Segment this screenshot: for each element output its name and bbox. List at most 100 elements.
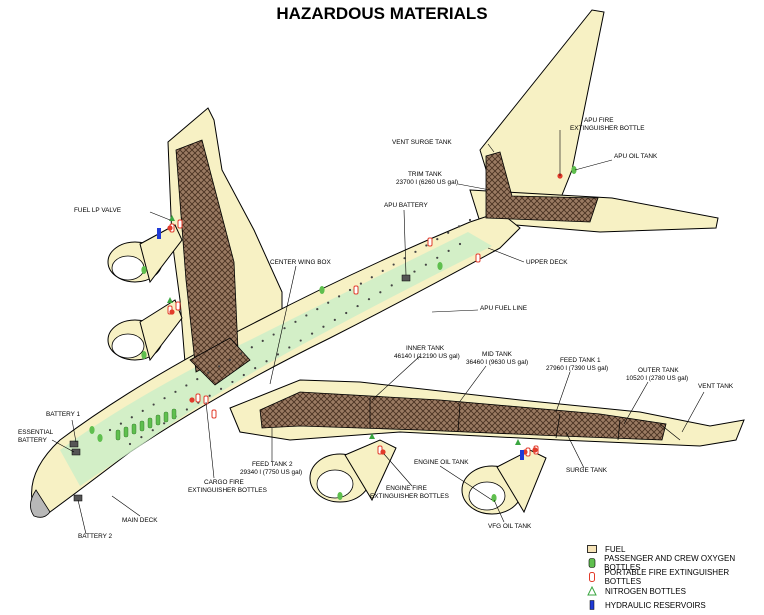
nitrogen-marker (169, 215, 175, 221)
window (316, 307, 319, 311)
window (141, 409, 144, 413)
leader-line (574, 159, 613, 171)
extinguisher-bottle-marker (380, 449, 386, 455)
window (348, 288, 352, 292)
nitrogen-marker (515, 439, 521, 445)
trim-tank (485, 151, 599, 223)
leader-line (457, 365, 487, 405)
tank-dividers (369, 398, 681, 441)
window (219, 387, 223, 390)
window (254, 367, 257, 370)
window (185, 384, 188, 387)
engine-left-inner (107, 299, 183, 362)
window (261, 339, 264, 343)
window (208, 394, 211, 397)
label-battery-2: BATTERY 2 (78, 533, 113, 540)
window (288, 346, 291, 349)
window (276, 353, 280, 356)
nitrogen-marker (167, 297, 173, 303)
label-apu-fire-ext-2: EXTINGUISHER BOTTLE (570, 125, 645, 132)
window (242, 373, 245, 377)
label-trim-tank-1: TRIM TANK (408, 171, 443, 178)
label-inner-tank-1: INNER TANK (406, 345, 445, 352)
leader-line (493, 499, 505, 523)
label-upper-deck: UPPER DECK (526, 259, 568, 266)
hydraulic-reservoir (157, 228, 161, 239)
leader-line (623, 381, 649, 425)
nitrogen-triangle-icon (585, 586, 599, 596)
oxygen-marker (97, 434, 103, 442)
label-engine-oil-tank: ENGINE OIL TANK (414, 459, 469, 466)
window (140, 436, 143, 439)
window (299, 339, 302, 342)
label-inner-tank-2: 46140 l (12190 US gal) (394, 353, 460, 360)
extinguisher-marker (211, 409, 217, 419)
label-essential-battery-1: ESSENTIAL (18, 429, 54, 436)
cabin-windows (108, 218, 472, 446)
legend: FUEL PASSENGER AND CREW OXYGEN BOTTLES P… (585, 542, 763, 612)
oxygen-marker (319, 286, 325, 294)
center-wing-box-tank (189, 337, 251, 386)
window (294, 320, 297, 323)
window (239, 352, 243, 355)
hydraulic-reservoir (520, 450, 524, 460)
legend-item-extinguisher: PORTABLE FIRE EXTINGUISHER BOTTLES (585, 568, 763, 586)
oxygen-bottle (147, 417, 153, 429)
window (457, 225, 461, 228)
window (337, 295, 341, 298)
label-cargo-fire-ext-2: EXTINGUISHER BOTTLES (188, 487, 267, 494)
oxygen-marker (437, 262, 443, 270)
legend-label-extinguisher: PORTABLE FIRE EXTINGUISHER BOTTLES (604, 568, 730, 586)
label-apu-oil-tank: APU OIL TANK (614, 153, 658, 160)
window (322, 325, 325, 328)
leader-line (457, 183, 491, 191)
legend-label-hydraulic: HYDRAULIC RESERVOIRS (605, 600, 706, 610)
oxygen-bottle (115, 429, 121, 441)
leader-line (371, 355, 421, 401)
label-vent-surge-tank: VENT SURGE TANK (392, 139, 452, 146)
window (413, 270, 416, 273)
extinguisher-bottle-marker (167, 225, 173, 231)
legend-label-oxygen: PASSENGER AND CREW OXYGEN BOTTLES (604, 554, 736, 572)
leader-lines (51, 130, 705, 535)
window (414, 250, 417, 253)
leader-line (77, 499, 87, 535)
window (130, 416, 133, 419)
window (250, 346, 253, 349)
label-surge-tank: SURGE TANK (566, 467, 608, 474)
window (458, 242, 462, 246)
extinguisher-bottle-marker (532, 447, 538, 453)
leader-line (71, 419, 77, 443)
label-outer-tank-1: OUTER TANK (638, 367, 679, 374)
window (174, 390, 177, 393)
legend-label-fuel: FUEL (605, 544, 626, 554)
window (390, 284, 393, 287)
label-trim-tank-2: 23700 l (6260 US gal) (396, 179, 458, 186)
window (152, 403, 155, 406)
legend-item-fuel: FUEL (585, 542, 763, 556)
leader-line (111, 495, 141, 517)
oxygen-marker (337, 492, 343, 500)
window (265, 360, 268, 363)
leader-line (205, 401, 215, 479)
label-vfg-oil-tank: VFG OIL TANK (488, 523, 532, 530)
label-main-deck: MAIN DECK (122, 517, 158, 524)
right-wing-fuel-tank (259, 391, 667, 441)
label-apu-battery: APU BATTERY (384, 202, 429, 209)
leader-line (51, 439, 75, 453)
window (217, 365, 221, 368)
window (468, 218, 472, 222)
oxygen-marker (491, 494, 497, 502)
label-apu-fuel-line: APU FUEL LINE (480, 305, 527, 312)
legend-label-nitrogen: NITROGEN BOTTLES (605, 586, 686, 596)
oxygen-marker (141, 351, 147, 359)
window (283, 327, 286, 330)
legend-item-oxygen: PASSENGER AND CREW OXYGEN BOTTLES (585, 554, 763, 572)
label-center-wing-box: CENTER WING BOX (270, 259, 331, 266)
radome (30, 489, 51, 518)
window (333, 318, 336, 321)
label-feed-tank-1-b: 27960 l (7390 US gal) (546, 365, 608, 372)
window (231, 380, 234, 384)
leader-line (431, 309, 479, 313)
